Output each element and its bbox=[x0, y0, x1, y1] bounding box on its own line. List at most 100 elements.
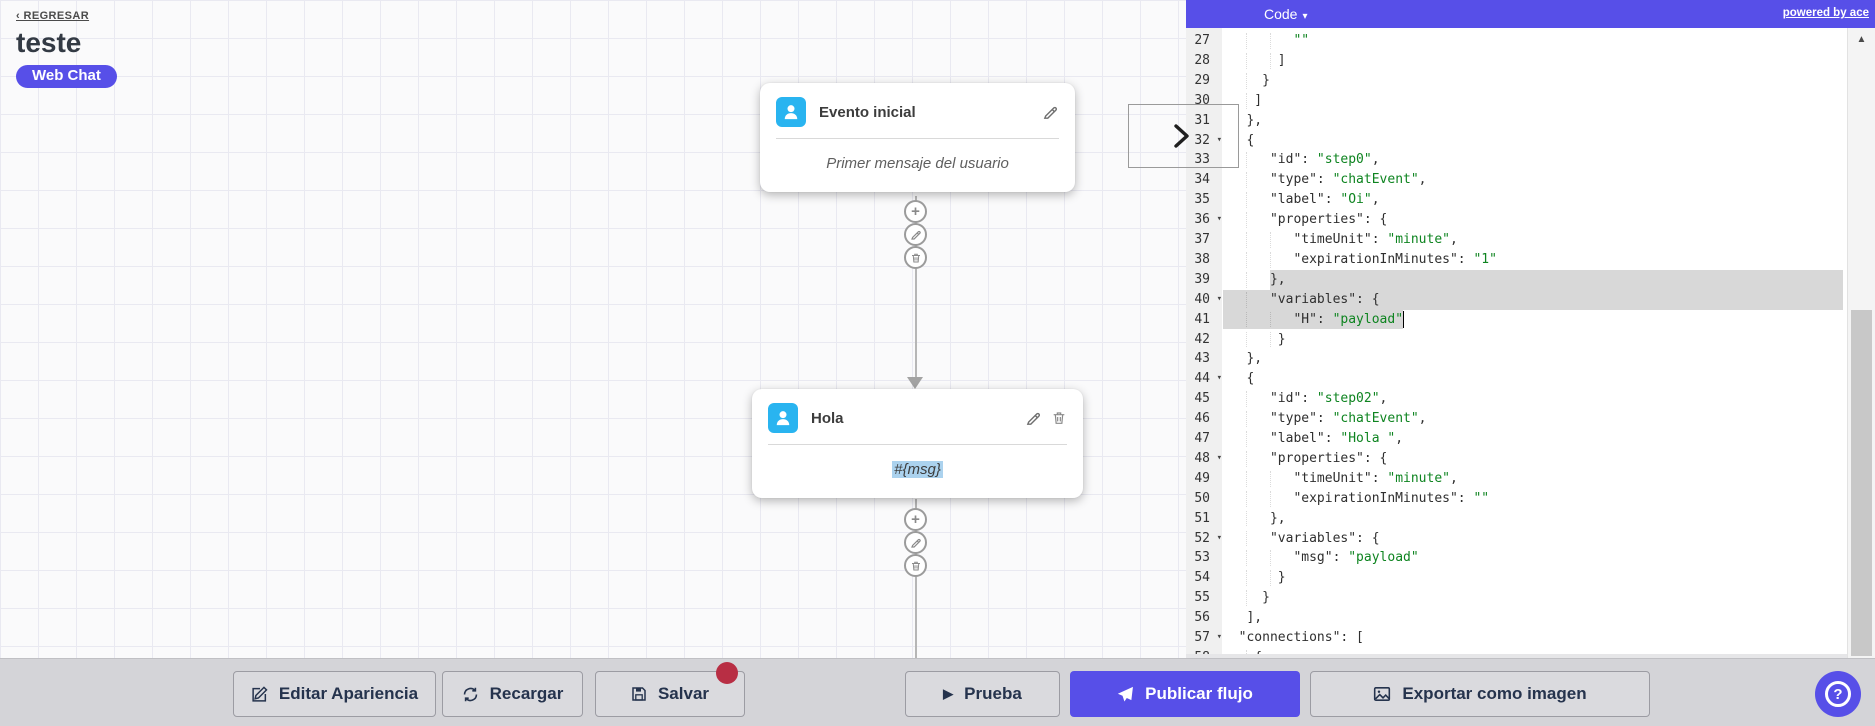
vertical-scrollbar[interactable]: ▲ bbox=[1847, 28, 1875, 658]
fold-arrow-icon[interactable]: ▾ bbox=[1216, 452, 1222, 463]
code-line[interactable]: "properties": { bbox=[1223, 450, 1388, 467]
export-image-button[interactable]: Exportar como imagen bbox=[1310, 671, 1650, 717]
code-line[interactable]: }, bbox=[1223, 271, 1286, 288]
gutter-line-number[interactable]: 52▾ bbox=[1186, 529, 1222, 549]
delete-node-icon[interactable] bbox=[1051, 410, 1067, 426]
code-line[interactable]: "variables": { bbox=[1223, 530, 1380, 547]
edit-appearance-button[interactable]: Editar Apariencia bbox=[233, 671, 436, 717]
code-area[interactable]: "" ] } ] }, { "id": "step0", "type": "ch… bbox=[1223, 28, 1843, 654]
gutter-line-number[interactable]: 44▾ bbox=[1186, 369, 1222, 389]
gutter-line-number[interactable]: 38 bbox=[1194, 251, 1210, 267]
gutter-line-number[interactable]: 34 bbox=[1194, 172, 1210, 188]
gutter-line-number[interactable]: 35 bbox=[1194, 192, 1210, 208]
ace-editor[interactable]: 27 28 29 30 31 32▾33 34 35 36▾ 37 38 39 40▾41 42 43 44▾… bbox=[1186, 28, 1847, 654]
back-link[interactable]: ‹ REGRESAR bbox=[16, 10, 90, 22]
edit-connection-button[interactable] bbox=[904, 531, 927, 554]
code-line[interactable]: { bbox=[1223, 371, 1255, 387]
fold-arrow-icon[interactable]: ▾ bbox=[1216, 134, 1222, 145]
gutter-line-number[interactable]: 41 bbox=[1194, 311, 1210, 327]
gutter-line-number[interactable]: 55 bbox=[1194, 590, 1210, 606]
code-line[interactable]: "label": "Hola ", bbox=[1223, 431, 1404, 447]
horizontal-scrollbar[interactable] bbox=[1186, 654, 1847, 658]
code-line[interactable]: ], bbox=[1223, 610, 1263, 626]
gutter-line-number[interactable]: 49 bbox=[1194, 470, 1210, 486]
gutter-line-number[interactable]: 43 bbox=[1194, 351, 1210, 367]
gutter-line-number[interactable]: 46 bbox=[1194, 411, 1210, 427]
gutter-line-number[interactable]: 32▾ bbox=[1186, 131, 1222, 151]
edit-node-icon[interactable] bbox=[1025, 410, 1042, 427]
fold-arrow-icon[interactable]: ▾ bbox=[1216, 373, 1222, 384]
help-button[interactable]: ? bbox=[1815, 671, 1861, 717]
gutter-line-number[interactable]: 29 bbox=[1194, 72, 1210, 88]
gutter-line-number[interactable]: 58▾ bbox=[1186, 648, 1222, 654]
gutter-line-number[interactable]: 47 bbox=[1194, 431, 1210, 446]
code-line[interactable]: "timeUnit": "minute", bbox=[1223, 232, 1458, 248]
gutter-line-number[interactable]: 36▾ bbox=[1186, 210, 1222, 230]
fold-arrow-icon[interactable]: ▾ bbox=[1216, 532, 1222, 543]
gutter-line-number[interactable]: 56 bbox=[1194, 610, 1210, 626]
delete-connection-button[interactable] bbox=[904, 554, 927, 577]
fold-arrow-icon[interactable]: ▾ bbox=[1216, 632, 1222, 642]
code-line[interactable]: { bbox=[1223, 132, 1255, 148]
flow-canvas[interactable]: ‹ REGRESAR teste Web Chat Evento inicial… bbox=[0, 0, 1186, 658]
code-line[interactable]: "type": "chatEvent", bbox=[1223, 172, 1427, 189]
gutter-line-number[interactable]: 37 bbox=[1194, 232, 1210, 247]
gutter-line-number[interactable]: 30 bbox=[1194, 92, 1210, 108]
fold-arrow-icon[interactable]: ▾ bbox=[1216, 293, 1222, 304]
scrollbar-thumb[interactable] bbox=[1851, 310, 1872, 656]
flow-node-evento-inicial[interactable]: Evento inicial Primer mensaje del usuari… bbox=[760, 83, 1075, 192]
gutter-line-number[interactable]: 50 bbox=[1194, 490, 1210, 506]
gutter-line-number[interactable]: 51 bbox=[1194, 510, 1210, 526]
code-line[interactable]: "id": "step0", bbox=[1223, 152, 1380, 169]
gutter-line-number[interactable]: 39 bbox=[1194, 271, 1210, 287]
code-line[interactable]: "expirationInMinutes": "1" bbox=[1223, 251, 1497, 268]
code-line[interactable]: } bbox=[1223, 331, 1286, 348]
powered-by-ace-link[interactable]: powered by ace bbox=[1782, 7, 1869, 19]
code-line[interactable]: "timeUnit": "minute", bbox=[1223, 470, 1458, 487]
gutter-line-number[interactable]: 33 bbox=[1194, 152, 1210, 168]
code-line[interactable]: "variables": { bbox=[1223, 291, 1380, 308]
gutter-line-number[interactable]: 28 bbox=[1194, 52, 1210, 68]
code-line[interactable]: { bbox=[1223, 648, 1843, 654]
reload-button[interactable]: Recargar bbox=[442, 671, 583, 717]
code-line[interactable]: }, bbox=[1223, 510, 1286, 527]
edit-connection-button[interactable] bbox=[904, 223, 927, 246]
code-gutter[interactable]: 27 28 29 30 31 32▾33 34 35 36▾ 37 38 39 40▾41 42 43 44▾… bbox=[1186, 28, 1222, 654]
code-line[interactable]: "msg": "payload" bbox=[1223, 550, 1419, 567]
code-line[interactable]: } bbox=[1223, 590, 1270, 607]
code-line[interactable]: "label": "Oi", bbox=[1223, 192, 1380, 209]
code-line[interactable]: } bbox=[1223, 570, 1286, 587]
code-line[interactable]: ] bbox=[1223, 52, 1286, 69]
gutter-line-number[interactable]: 42 bbox=[1194, 331, 1210, 347]
code-line[interactable]: "properties": { bbox=[1223, 212, 1388, 228]
gutter-line-number[interactable]: 45 bbox=[1194, 391, 1210, 407]
code-mode-dropdown[interactable]: Code▾ bbox=[1264, 0, 1308, 31]
code-line[interactable]: "" bbox=[1223, 31, 1843, 51]
code-line[interactable]: }, bbox=[1223, 351, 1263, 367]
gutter-line-number[interactable]: 48▾ bbox=[1186, 449, 1222, 469]
flow-node-hola[interactable]: Hola #{msg} bbox=[752, 389, 1083, 498]
gutter-line-number[interactable]: 53 bbox=[1194, 550, 1210, 566]
code-line[interactable]: "connections": [ bbox=[1223, 630, 1364, 645]
fold-arrow-icon[interactable]: ▾ bbox=[1216, 214, 1222, 225]
code-line[interactable]: "H": "payload" bbox=[1223, 311, 1404, 328]
add-step-button[interactable]: + bbox=[904, 200, 927, 223]
test-button[interactable]: ▶ Prueba bbox=[905, 671, 1060, 717]
delete-connection-button[interactable] bbox=[904, 246, 927, 269]
add-step-button[interactable]: + bbox=[904, 508, 927, 531]
code-line[interactable]: "type": "chatEvent", bbox=[1223, 411, 1427, 427]
code-line[interactable]: }, bbox=[1223, 112, 1263, 128]
fold-arrow-icon[interactable]: ▾ bbox=[1217, 648, 1222, 654]
gutter-line-number[interactable]: 54 bbox=[1194, 570, 1210, 586]
code-line[interactable]: } bbox=[1223, 72, 1270, 89]
gutter-line-number[interactable]: 27 bbox=[1194, 33, 1210, 48]
code-line[interactable]: "id": "step02", bbox=[1223, 391, 1388, 408]
gutter-line-number[interactable]: 31 bbox=[1194, 112, 1210, 128]
edit-node-icon[interactable] bbox=[1042, 104, 1059, 121]
gutter-line-number[interactable]: 40▾ bbox=[1186, 290, 1222, 310]
panel-collapse-handle[interactable] bbox=[1128, 104, 1239, 168]
scroll-up-arrow-icon[interactable]: ▲ bbox=[1856, 34, 1867, 45]
publish-flow-button[interactable]: Publicar flujo bbox=[1070, 671, 1300, 717]
gutter-line-number[interactable]: 57▾ bbox=[1186, 628, 1222, 648]
code-line[interactable]: ] bbox=[1223, 92, 1263, 109]
